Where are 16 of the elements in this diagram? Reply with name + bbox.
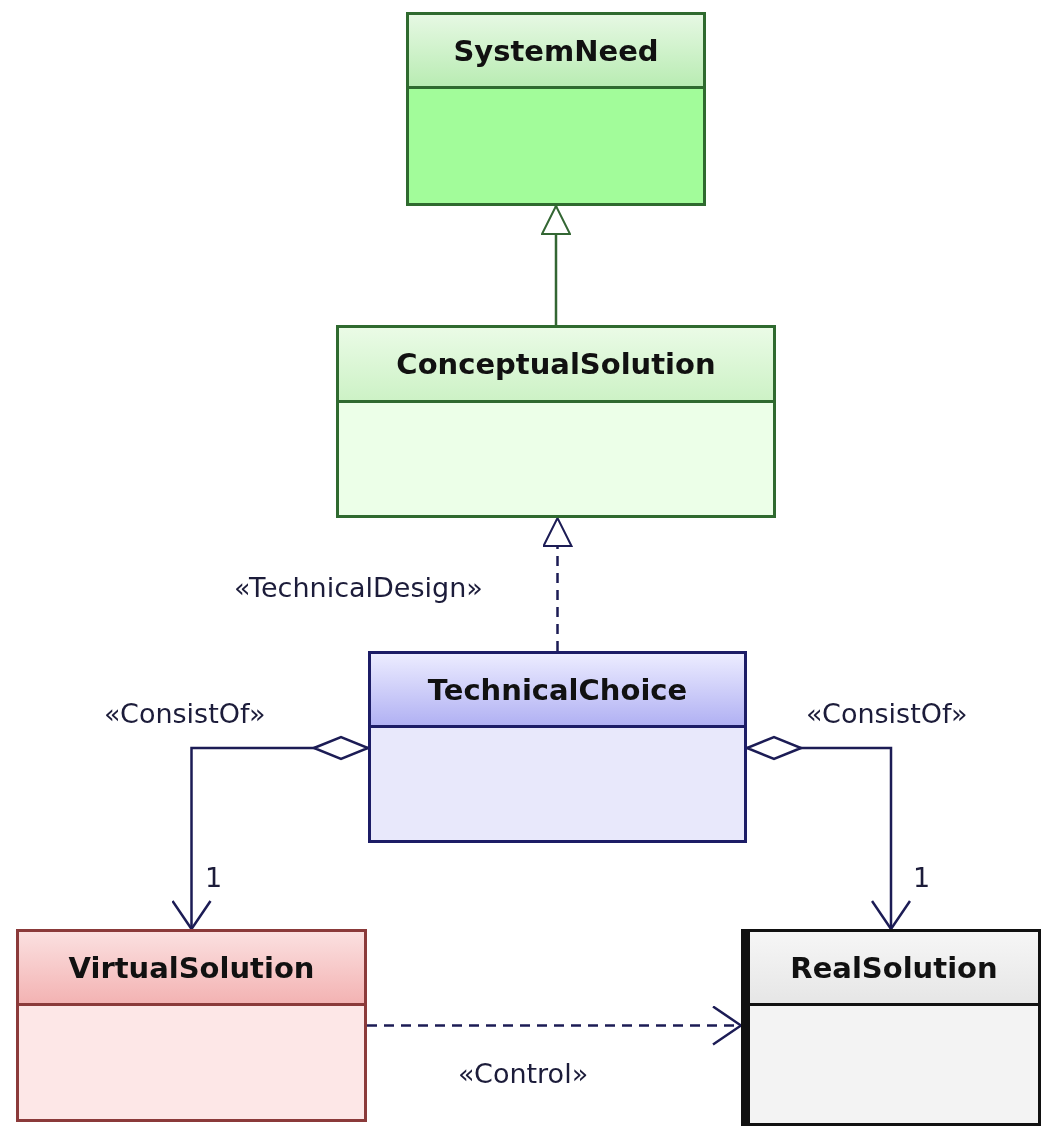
arrow <box>541 205 571 325</box>
class-box <box>368 651 747 843</box>
dashed-arrow <box>367 1005 743 1046</box>
class-name: SystemNeed <box>409 15 703 89</box>
class-name: VirtualSolution <box>19 932 364 1006</box>
class-box <box>336 325 776 518</box>
multiplicity-label: 1 <box>205 862 223 895</box>
arrow <box>745 735 912 931</box>
class-box <box>741 929 1041 1126</box>
dashed-arrow <box>542 517 573 651</box>
arrow <box>171 735 370 931</box>
class-name: TechnicalChoice <box>371 654 744 728</box>
class-box <box>406 12 706 206</box>
multiplicity-label: 1 <box>913 862 931 895</box>
class-box <box>16 929 367 1122</box>
class-name: ConceptualSolution <box>339 328 773 403</box>
